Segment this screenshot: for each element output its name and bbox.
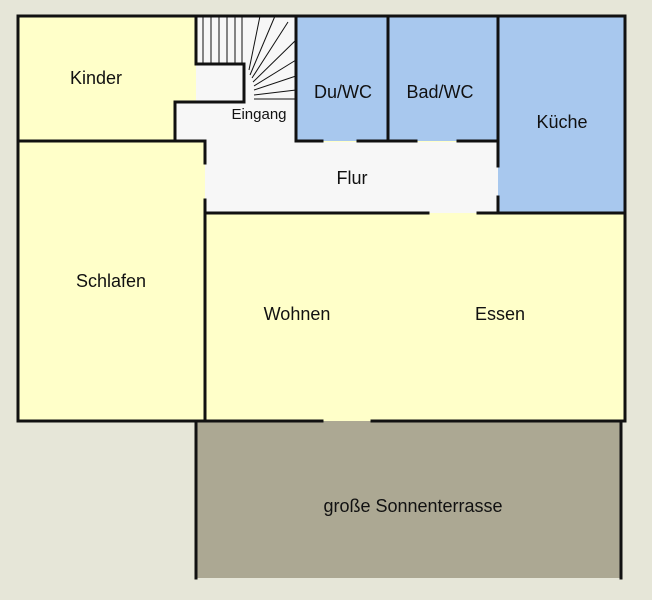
stair-area: [196, 16, 296, 102]
terrace-area: [196, 421, 621, 578]
walls: [16, 14, 627, 580]
room-label-flur: Flur: [337, 168, 368, 188]
room-label-wohnen: Wohnen: [264, 304, 331, 324]
room-label-terrasse: große Sonnenterrasse: [323, 496, 502, 516]
staircase: [202, 15, 297, 100]
room-label-schlafen: Schlafen: [76, 271, 146, 291]
room-label-eingang: Eingang: [231, 106, 286, 123]
bad-wc-area: [388, 16, 498, 141]
room-label-essen: Essen: [475, 304, 525, 324]
room-label-kinder: Kinder: [70, 68, 122, 88]
hallway-area: [175, 102, 498, 213]
room-label-du-wc: Du/WC: [314, 82, 372, 102]
room-label-bad-wc: Bad/WC: [406, 82, 473, 102]
kueche-area: [498, 16, 625, 213]
du-wc-area: [296, 16, 388, 141]
room-label-kueche: Küche: [536, 112, 587, 132]
